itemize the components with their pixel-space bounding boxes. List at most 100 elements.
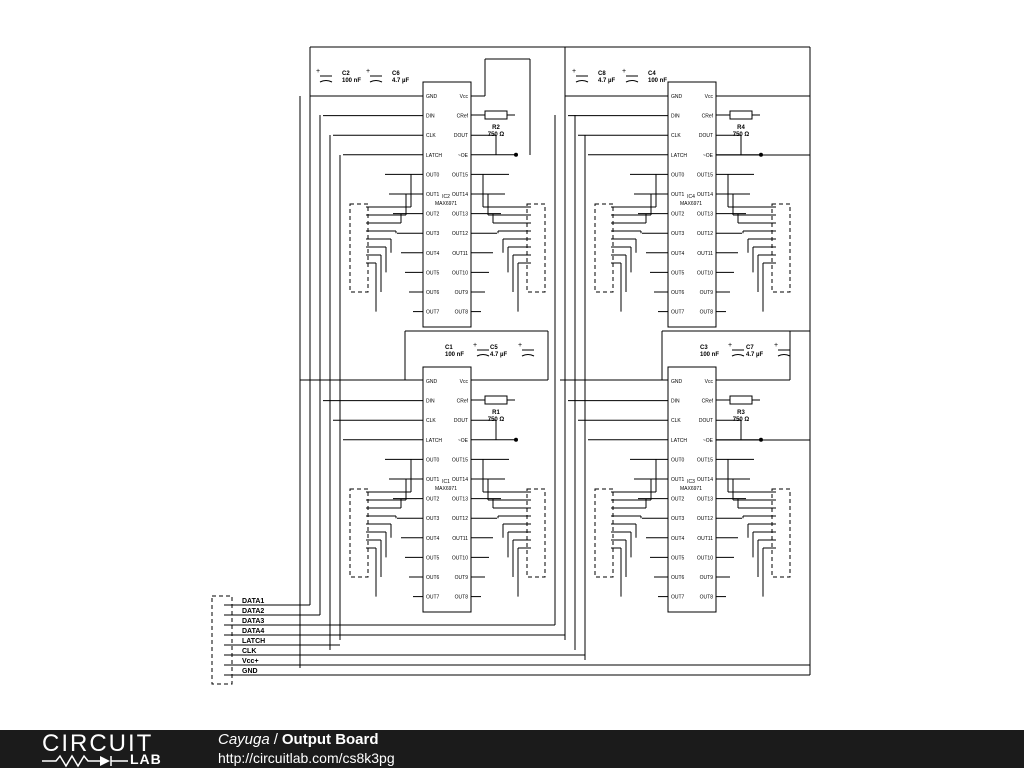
- capacitor-value: 4.7 µF: [746, 352, 763, 358]
- led-connector-left: [594, 203, 614, 293]
- capacitor-value: 100 nF: [700, 352, 719, 358]
- pin-label-right: OUT9: [700, 575, 714, 581]
- pin-label-left: LATCH: [426, 153, 442, 159]
- pin-label-left: OUT5: [426, 555, 440, 561]
- pin-label-right: OUT11: [452, 251, 468, 257]
- capacitor-plate: [319, 80, 333, 83]
- circuitlab-logo[interactable]: CIRCUIT LAB: [42, 732, 182, 768]
- pin-label-left: LATCH: [671, 438, 687, 444]
- pin-label-left: CLK: [426, 418, 436, 424]
- pin-label-right: OUT8: [455, 595, 469, 601]
- pin-label-right: ~OE: [458, 153, 469, 159]
- led-connector-right: [526, 488, 546, 578]
- resistor-body: [729, 395, 753, 405]
- schematic-url[interactable]: http://circuitlab.com/cs8k3pg: [218, 750, 395, 766]
- pin-label-right: Vcc: [460, 94, 469, 100]
- capacitor-polarity: +: [473, 342, 477, 349]
- chip-ref-label: IC2: [442, 194, 450, 200]
- led-connector-right: [771, 488, 791, 578]
- pin-label-right: OUT15: [697, 172, 713, 178]
- pin-label-right: OUT13: [452, 497, 468, 503]
- led-connector-right: [771, 203, 791, 293]
- pin-label-right: CRef: [457, 399, 469, 405]
- pin-label-left: OUT1: [671, 477, 685, 483]
- pin-label-right: OUT12: [452, 516, 468, 522]
- pin-label-left: CLK: [426, 133, 436, 139]
- led-header-group: [594, 174, 791, 312]
- pin-label-left: OUT0: [671, 457, 685, 463]
- pin-label-left: OUT2: [426, 212, 440, 218]
- pin-label-right: OUT9: [455, 575, 469, 581]
- junction-dot: [514, 437, 518, 442]
- pin-label-right: OUT14: [452, 192, 468, 198]
- pin-label-left: LATCH: [426, 438, 442, 444]
- capacitor-ref: C6: [392, 71, 400, 77]
- pin-label-right: OUT15: [452, 172, 468, 178]
- pin-label-left: OUT2: [671, 497, 685, 503]
- pin-label-left: OUT7: [671, 310, 685, 316]
- pin-label-right: OUT10: [452, 270, 468, 276]
- capacitor-plate: [777, 354, 791, 357]
- capacitor-polarity: +: [622, 68, 626, 75]
- pin-label-right: CRef: [702, 399, 714, 405]
- capacitor-plate: [625, 80, 639, 83]
- resistor-value: 750 Ω: [488, 132, 505, 138]
- capacitor-c8: +C84.7 µF: [572, 68, 616, 84]
- pin-label-right: OUT11: [697, 536, 713, 542]
- footer-bar: CIRCUIT LAB Cayuga/Output Board http://c…: [0, 730, 1024, 768]
- chip-part-label: MAX6971: [435, 201, 457, 207]
- capacitor-plate: [476, 354, 490, 357]
- connector-pin-label: DATA4: [242, 628, 264, 635]
- pin-label-left: OUT1: [426, 477, 440, 483]
- pin-label-left: CLK: [671, 418, 681, 424]
- capacitor-c7: +C74.7 µF: [746, 342, 791, 358]
- led-header-group: [349, 174, 546, 312]
- capacitor-polarity: +: [774, 342, 778, 349]
- chip-ic4: IC4MAX6971GNDDINCLKLATCHOUT0OUT1OUT2OUT3…: [568, 81, 791, 328]
- resistor-ref: R2: [492, 125, 500, 131]
- pin-label-right: DOUT: [699, 418, 713, 424]
- pin-label-right: ~OE: [458, 438, 469, 444]
- pin-label-right: Vcc: [705, 94, 714, 100]
- pin-label-right: OUT14: [697, 192, 713, 198]
- pin-label-right: OUT10: [452, 555, 468, 561]
- pin-label-left: DIN: [671, 114, 680, 120]
- schematic-title: Cayuga/Output Board: [218, 731, 379, 749]
- pin-label-left: OUT5: [671, 555, 685, 561]
- led-connector-left: [594, 488, 614, 578]
- capacitor-polarity: +: [366, 68, 370, 75]
- resistor-body: [484, 110, 508, 120]
- pin-label-left: LATCH: [671, 153, 687, 159]
- chip-ic3: IC3MAX6971GNDDINCLKLATCHOUT0OUT1OUT2OUT3…: [568, 366, 791, 613]
- pin-label-left: OUT0: [671, 172, 685, 178]
- pin-label-left: OUT3: [426, 516, 440, 522]
- pin-label-left: OUT0: [426, 172, 440, 178]
- pin-label-right: OUT15: [697, 457, 713, 463]
- pin-label-left: GND: [671, 379, 683, 385]
- chip-body: [667, 81, 717, 328]
- chip-body: [667, 366, 717, 613]
- pin-label-right: OUT12: [697, 231, 713, 237]
- pin-label-right: OUT10: [697, 270, 713, 276]
- pin-label-left: OUT5: [426, 270, 440, 276]
- capacitor-plate: [731, 354, 745, 357]
- connector-pin-label: DATA2: [242, 608, 264, 615]
- capacitor-polarity: +: [316, 68, 320, 75]
- pin-label-right: OUT8: [455, 310, 469, 316]
- pin-label-right: ~OE: [703, 153, 714, 159]
- pin-label-right: OUT13: [697, 497, 713, 503]
- chips-layer: IC2MAX6971GNDDINCLKLATCHOUT0OUT1OUT2OUT3…: [323, 81, 791, 613]
- project-name[interactable]: Cayuga: [218, 731, 270, 748]
- capacitor-plate: [575, 80, 589, 83]
- pin-label-left: OUT4: [671, 251, 685, 257]
- pin-label-left: OUT6: [426, 290, 440, 296]
- capacitor-ref: C1: [445, 345, 453, 351]
- pin-label-right: OUT9: [700, 290, 714, 296]
- pin-label-left: OUT7: [671, 595, 685, 601]
- pin-label-left: OUT4: [426, 536, 440, 542]
- led-connector-left: [349, 488, 369, 578]
- junction-dot: [759, 437, 763, 442]
- pin-label-left: OUT2: [671, 212, 685, 218]
